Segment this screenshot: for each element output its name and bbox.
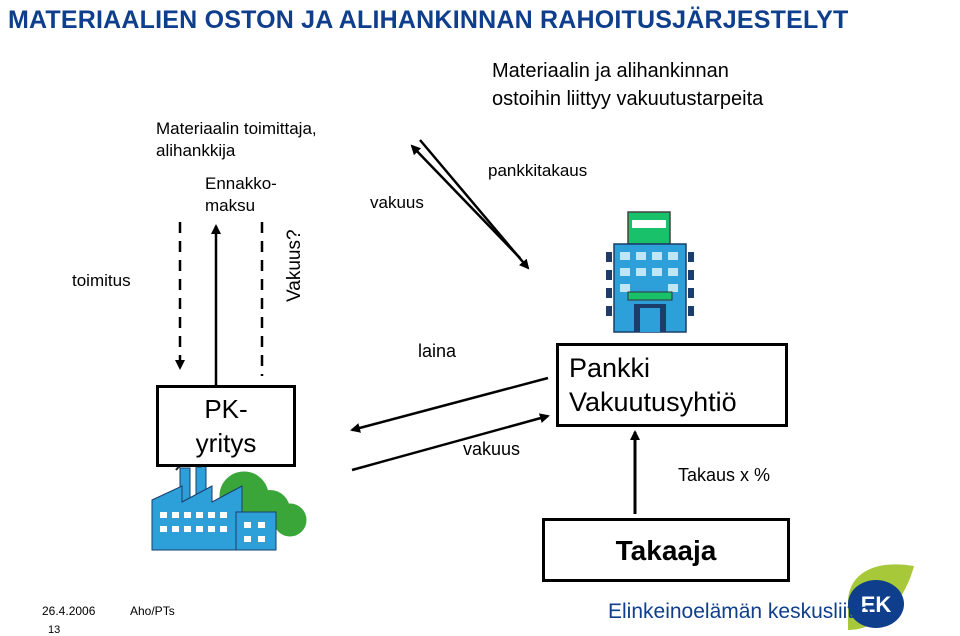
bank-label: Pankki	[569, 353, 651, 383]
guarantor-box: Takaaja	[542, 518, 790, 582]
ek-logo-text: EK	[861, 592, 892, 617]
security-arrow	[351, 413, 550, 472]
footer-author: Aho/PTs	[130, 604, 175, 618]
guarantor-label: Takaaja	[615, 535, 717, 566]
bank-insurer-box: Pankki Vakuutusyhtiö	[556, 343, 788, 427]
advance-payment-label-line1: Ennakko-	[205, 174, 277, 193]
ek-logo-icon: EK	[848, 564, 914, 630]
company-label-line2: yritys	[195, 428, 257, 458]
supplier-label-line2: alihankkija	[156, 141, 236, 160]
bank-guarantee-label: pankkitakaus	[488, 161, 588, 180]
company-label-line1: PK-	[204, 394, 248, 424]
loan-label: laina	[418, 341, 457, 361]
bank-guarantee-arrow-up	[410, 144, 521, 259]
bank-guarantee-arrow-down	[419, 139, 530, 270]
security-bottom-label: vakuus	[463, 439, 521, 459]
footer-organization: Elinkeinoelämän keskusliitto	[608, 600, 871, 623]
company-box: PK- yritys	[156, 385, 296, 467]
delivery-label: toimitus	[72, 271, 131, 290]
bank-building-icon	[606, 211, 694, 333]
footer-date: 26.4.2006	[42, 604, 96, 618]
footer-page-number: 13	[48, 624, 61, 636]
loan-arrow	[350, 376, 549, 433]
factory-icon	[151, 453, 310, 551]
needs-note-line1: Materiaalin ja alihankinnan	[492, 60, 729, 82]
security-top-label: vakuus	[370, 193, 424, 212]
page-title: MATERIAALIEN OSTON JA ALIHANKINNAN RAHOI…	[8, 6, 849, 34]
advance-payment-label-line2: maksu	[205, 196, 256, 215]
guarantee-percent-label: Takaus x %	[678, 465, 771, 485]
insurer-label: Vakuutusyhtiö	[569, 387, 737, 417]
supplier-label-line1: Materiaalin toimittaja,	[156, 119, 317, 138]
needs-note-line2: ostoihin liittyy vakuutustarpeita	[492, 88, 764, 110]
